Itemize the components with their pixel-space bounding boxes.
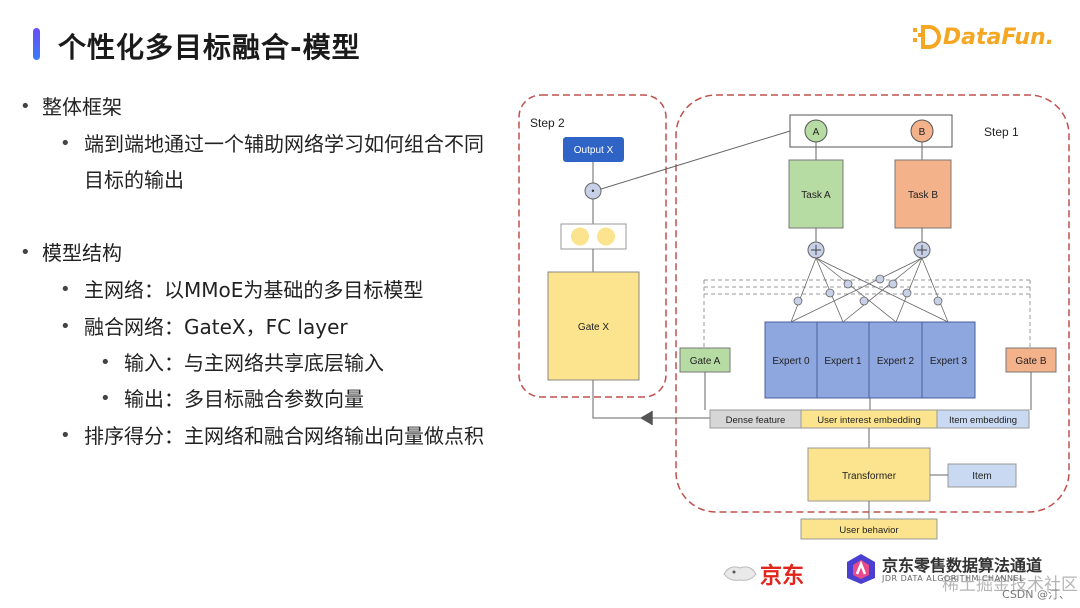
step1-region [675, 94, 1070, 513]
bullet-level3: 输出：多目标融合参数向量 [124, 387, 364, 411]
item-embedding-box [936, 409, 1030, 429]
expert-1-box [816, 321, 870, 399]
node-b-label: B [919, 127, 926, 138]
bullet-level3: 输入：与主网络共享底层输入 [124, 351, 384, 375]
dense-feature-label: Dense feature [726, 415, 786, 426]
node-a-label: A [813, 127, 820, 138]
jd-retail-logo-icon [847, 554, 875, 584]
task-b-box [894, 159, 952, 229]
bullet-continuation: 目标的输出 [84, 168, 184, 192]
fusion-vector-box [560, 223, 627, 250]
bullet-dot: • [100, 352, 111, 373]
bullet-dot: • [100, 388, 111, 409]
datafun-logo: DataFun. [911, 20, 1054, 54]
task-a-label: Task A [801, 190, 831, 201]
gate-x-label: Gate X [578, 322, 609, 333]
bullet-level1: 模型结构 [42, 241, 122, 265]
datafun-logo-text: DataFun. [942, 24, 1054, 50]
expert-0-label: Expert 0 [772, 356, 810, 367]
page-title: 个性化多目标融合-模型 [58, 31, 361, 64]
expert-0-box [764, 321, 818, 399]
output-x-label: Output X [574, 145, 614, 156]
gate-b-label: Gate B [1015, 356, 1046, 367]
bullet-level2: 主网络：以MMoE为基础的多目标模型 [84, 278, 424, 302]
jd-retail-title: 京东零售数据算法通道 [882, 556, 1043, 575]
expert-3-box [921, 321, 976, 399]
expert-1-label: Expert 1 [824, 356, 862, 367]
bullet-dot: • [60, 316, 71, 337]
gate-x-box [547, 271, 640, 381]
task-a-box [788, 159, 844, 229]
task-b-label: Task B [908, 190, 938, 201]
bullet-dot: • [20, 242, 31, 263]
item-embedding-label: Item embedding [949, 415, 1017, 426]
footer-logos: 京东 京东零售数据算法通道 JDR DATA ALGORITHM CHANNEL… [720, 550, 1080, 608]
dot-product-symbol: • [591, 186, 594, 196]
step1-label: Step 1 [984, 125, 1019, 139]
bullet-dot: • [60, 133, 71, 154]
bullet-dot: • [60, 279, 71, 300]
jd-dog-icon [723, 566, 757, 581]
jd-retail-subtitle: JDR DATA ALGORITHM CHANNEL [882, 574, 1025, 583]
expert-2-label: Expert 2 [877, 356, 915, 367]
transformer-label: Transformer [842, 471, 897, 482]
step2-region [518, 94, 667, 398]
jd-logo-text: 京东 [760, 564, 805, 589]
user-behavior-box [800, 518, 938, 540]
csdn-credit: CSDN @汀、 [1002, 588, 1070, 601]
bullet-level1: 整体框架 [42, 95, 122, 119]
bullet-dot: • [20, 96, 31, 117]
user-interest-label: User interest embedding [817, 415, 921, 426]
bullet-dot: • [60, 425, 71, 446]
datafun-logo-icon [912, 25, 941, 49]
user-behavior-label: User behavior [839, 525, 898, 536]
transformer-box [807, 447, 931, 502]
item-label: Item [972, 471, 991, 482]
gate-b-box [1005, 347, 1057, 373]
bullet-level2: 融合网络：GateX，FC layer [84, 315, 348, 339]
bullet-level2: 排序得分：主网络和融合网络输出向量做点积 [84, 424, 484, 448]
output-x-box [563, 137, 624, 162]
gate-a-label: Gate A [690, 356, 721, 367]
expert-3-label: Expert 3 [930, 356, 968, 367]
title-accent-bar [33, 28, 40, 60]
watermark-text: 稀土掘金技术社区 [942, 575, 1078, 595]
bullet-level2: 端到端地通过一个辅助网络学习如何组合不同 [84, 132, 484, 156]
step2-label: Step 2 [530, 116, 565, 130]
